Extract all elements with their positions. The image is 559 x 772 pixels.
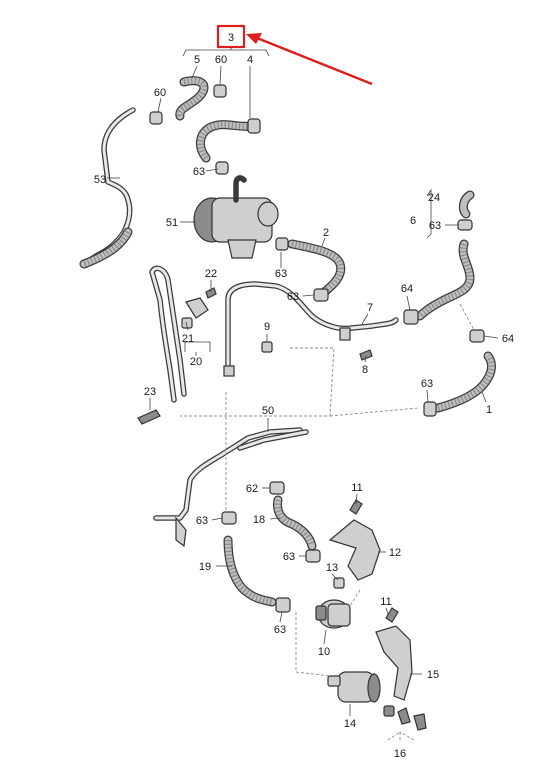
callout-64-a: 64: [401, 283, 413, 295]
callout-63-e: 63: [421, 378, 433, 390]
bolt-23: [137, 409, 161, 425]
callout-51: 51: [166, 217, 178, 229]
hose-1: [423, 351, 496, 417]
callout-20: 20: [190, 356, 202, 368]
callout-63-c: 63: [275, 268, 287, 280]
callout-62: 62: [246, 483, 258, 495]
callout-18: 18: [253, 514, 265, 526]
callout-9: 9: [264, 321, 270, 333]
bolt-11-lower: [385, 607, 399, 623]
clip-9: [261, 341, 273, 353]
pipe-7: [223, 281, 399, 377]
highlight-callout-group: [216, 24, 373, 86]
callout-63-f: 63: [196, 515, 208, 527]
callout-63-g: 63: [283, 551, 295, 563]
callout-21: 21: [182, 333, 194, 345]
callout-11-lower: 11: [380, 596, 391, 608]
bolt-8: [359, 349, 373, 361]
callout-24: 24: [428, 192, 440, 204]
assembly-dashed-lines: [180, 303, 475, 741]
callout-63-h: 63: [274, 624, 286, 636]
callout-16: 16: [394, 748, 406, 760]
callout-63-b: 63: [429, 220, 441, 232]
callout-13: 13: [326, 562, 338, 574]
bracket-3: [182, 47, 270, 57]
callout-22: 22: [205, 268, 217, 280]
callout-23: 23: [144, 386, 156, 398]
pump-51: [193, 175, 279, 259]
hose-18: [269, 481, 321, 563]
pipe-20: [149, 265, 209, 403]
callout-labels: 3 5 60 4 60 53 63 51 24 6 63 2 63 22 63 …: [94, 32, 514, 760]
callout-3: 3: [228, 32, 234, 44]
callout-64-b: 64: [502, 333, 514, 345]
callout-11-upper: 11: [351, 482, 362, 494]
leader-lines: [107, 65, 499, 716]
hose-63-top: [215, 161, 229, 175]
hose-2: [275, 237, 346, 302]
clip-13: [333, 577, 345, 589]
clamp-60-top: [213, 84, 227, 98]
pump-10: [315, 599, 351, 629]
bracket-12: [328, 519, 381, 581]
callout-19: 19: [199, 561, 211, 573]
callout-60-left: 60: [154, 87, 166, 99]
clip-21: [181, 317, 193, 329]
callout-10: 10: [318, 646, 330, 658]
bracket-15: [375, 625, 413, 701]
callout-50: 50: [262, 405, 274, 417]
callout-6: 6: [410, 215, 416, 227]
highlight-arrowhead: [246, 33, 262, 44]
callout-14: 14: [344, 718, 356, 730]
callout-4: 4: [247, 54, 253, 66]
callout-5: 5: [194, 54, 200, 66]
callout-8: 8: [362, 364, 368, 376]
fasteners-16: [383, 705, 427, 731]
callout-2: 2: [323, 227, 329, 239]
callout-1: 1: [486, 404, 492, 416]
callout-7: 7: [367, 302, 373, 314]
bolt-11-upper: [349, 499, 363, 515]
pipe-50: [153, 427, 309, 548]
hose-53: [79, 107, 163, 269]
callout-15: 15: [427, 669, 439, 681]
pump-14: [327, 671, 381, 703]
callout-53: 53: [94, 174, 106, 186]
callout-63-d: 63: [287, 291, 299, 303]
hose-19: [221, 511, 291, 613]
callout-60-top: 60: [215, 54, 227, 66]
callout-63-a: 63: [193, 166, 205, 178]
hose-4: [195, 118, 261, 163]
callout-12: 12: [389, 547, 401, 559]
hose-5: [175, 76, 209, 121]
highlight-arrow: [251, 34, 373, 86]
